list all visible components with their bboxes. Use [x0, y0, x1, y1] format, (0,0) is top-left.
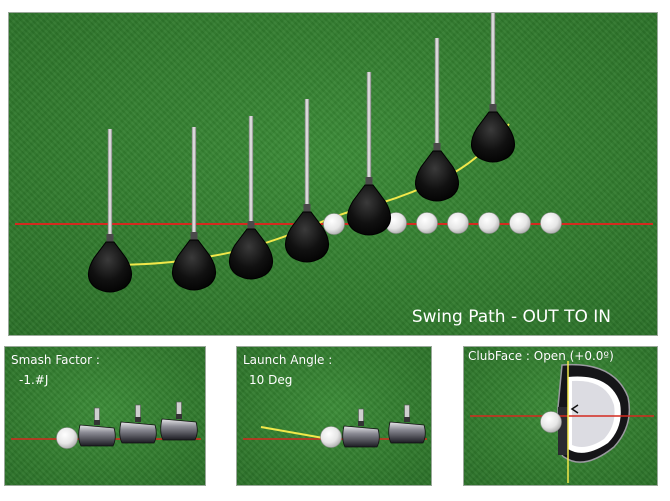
swing-path-panel: Swing Path - OUT TO IN: [8, 12, 658, 336]
driver-icon: [284, 98, 330, 263]
driver-icon: [470, 13, 516, 163]
driver-icon: [346, 71, 392, 236]
side-club-icon: [388, 404, 426, 444]
ball-icon: [540, 212, 562, 234]
smash-factor-value: -1.#J: [19, 373, 49, 387]
clubface-label: ClubFace : Open (+0.0º): [468, 349, 614, 363]
driver-icon: [414, 37, 460, 202]
launch-angle-line: [260, 426, 330, 440]
smash-factor-graphic: [11, 401, 201, 449]
side-club-icon: [160, 401, 198, 441]
smash-factor-panel: Smash Factor : -1.#J: [4, 346, 206, 486]
launch-angle-panel: Launch Angle : 10 Deg: [236, 346, 432, 486]
launch-angle-label: Launch Angle :: [243, 353, 333, 367]
ball-icon: [509, 212, 531, 234]
ball-icon: [323, 213, 345, 235]
side-club-icon: [78, 407, 116, 447]
ball-icon: [447, 212, 469, 234]
driver-icon: [171, 126, 217, 291]
ball-icon: [320, 426, 342, 448]
swing-path-caption: Swing Path - OUT TO IN: [411, 307, 611, 327]
launch-angle-value: 10 Deg: [249, 373, 293, 387]
driver-icon: [87, 128, 133, 293]
driver-icon: [228, 115, 274, 280]
side-club-icon: [342, 408, 380, 448]
club-head-top-view-icon: [557, 363, 631, 463]
clubface-panel: ClubFace : Open (+0.0º): [463, 346, 658, 486]
ball-icon: [478, 212, 500, 234]
side-club-icon: [119, 404, 157, 444]
ball-icon: [416, 212, 438, 234]
ball-icon: [540, 411, 562, 433]
smash-factor-label: Smash Factor :: [11, 353, 100, 367]
launch-angle-graphic: [243, 404, 427, 448]
ball-icon: [56, 427, 78, 449]
clubface-graphic: [470, 361, 654, 483]
swing-path-graphic: [15, 13, 653, 293]
